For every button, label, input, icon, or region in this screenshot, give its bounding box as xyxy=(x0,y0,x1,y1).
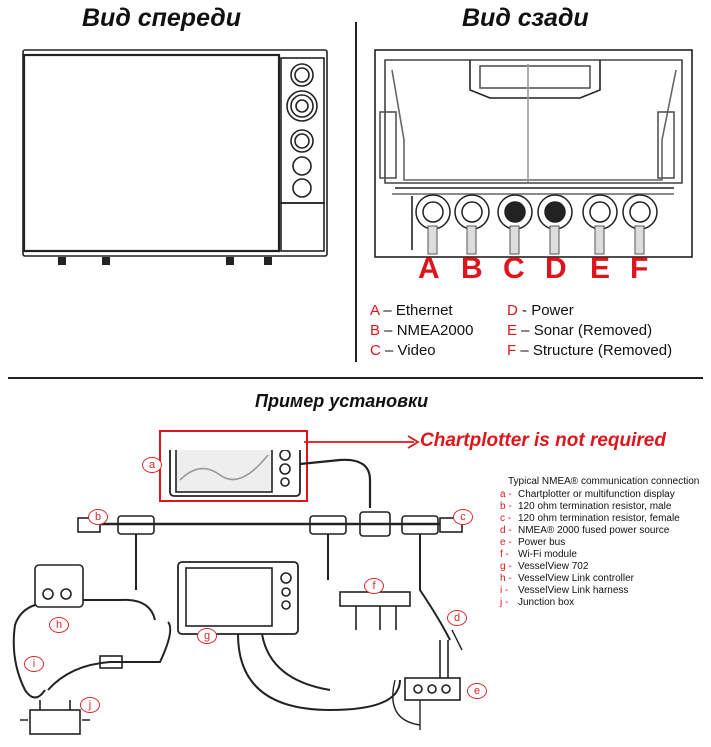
nmea-legend-title: Typical NMEA® communication connection xyxy=(508,476,700,487)
nmea-legend-item: c -120 ohm termination resistor, female xyxy=(500,513,680,524)
tag-f: f xyxy=(364,578,384,594)
callout-arrow xyxy=(304,435,420,449)
port-letter: C xyxy=(503,252,525,285)
legend-item: B – NMEA2000 xyxy=(370,322,474,339)
tag-d: d xyxy=(447,610,467,626)
tag-h: h xyxy=(49,617,69,633)
legend-item: C – Video xyxy=(370,342,436,359)
tag-e: e xyxy=(467,683,487,699)
legend-item: E – Sonar (Removed) xyxy=(507,322,653,339)
nmea-legend-item: a -Chartplotter or multifunction display xyxy=(500,489,675,500)
nmea-legend-item: d -NMEA® 2000 fused power source xyxy=(500,525,670,536)
port-letter: F xyxy=(630,252,649,285)
front-view-device xyxy=(22,49,328,265)
port-legend-right: D - Power E – Sonar (Removed) F – Struct… xyxy=(507,301,672,361)
nmea-legend-item: e -Power bus xyxy=(500,537,566,548)
port-letter: E xyxy=(590,252,611,285)
nmea-legend-item: b -120 ohm termination resistor, male xyxy=(500,501,672,512)
tag-a: a xyxy=(142,457,162,473)
vertical-divider xyxy=(355,22,357,362)
tag-b: b xyxy=(88,509,108,525)
port-legend-left: A – Ethernet B – NMEA2000 C – Video xyxy=(370,301,473,361)
callout-text: Chartplotter is not required xyxy=(420,430,666,451)
legend-item: F – Structure (Removed) xyxy=(507,342,673,359)
port-letter: A xyxy=(418,252,440,285)
tag-j: j xyxy=(80,697,100,713)
nmea-legend-item: h -VesselView Link controller xyxy=(500,573,634,584)
nmea-legend-item: f -Wi-Fi module xyxy=(500,549,577,560)
port-letter: B xyxy=(461,252,483,285)
nmea-legend-item: j -Junction box xyxy=(500,597,575,608)
legend-item: D - Power xyxy=(507,302,574,319)
rear-view-device xyxy=(374,49,693,258)
horizontal-divider xyxy=(8,377,703,379)
network-diagram xyxy=(12,450,463,735)
nmea-legend-item: i -VesselView Link harness xyxy=(500,585,629,596)
port-letter: D xyxy=(545,252,567,285)
nmea-legend: a -Chartplotter or multifunction display… xyxy=(500,489,680,609)
installation-title: Пример установки xyxy=(255,391,429,411)
tag-i: i xyxy=(24,656,44,672)
rear-view-title: Вид сзади xyxy=(462,4,589,32)
front-view-title: Вид спереди xyxy=(82,4,242,32)
nmea-legend-item: g -VesselView 702 xyxy=(500,561,589,572)
legend-item: A – Ethernet xyxy=(370,302,453,319)
tag-c: c xyxy=(453,509,473,525)
tag-g: g xyxy=(197,628,217,644)
